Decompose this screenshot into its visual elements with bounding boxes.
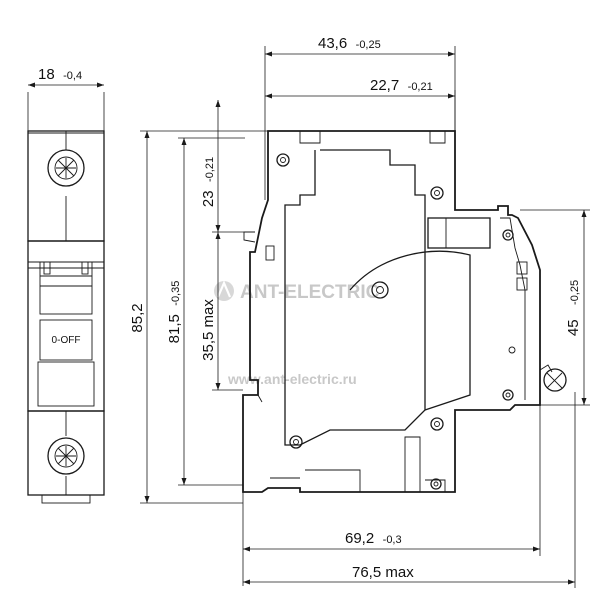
dim-rail-height: 45 -0,25 [520,209,590,406]
front-middle-body [27,240,105,412]
dim-height-body-tolerance: -0,35 [170,281,182,306]
dim-rail-height-tolerance: -0,25 [569,280,581,305]
dim-depth-total-value: 43,6 [318,35,347,52]
front-view: 0-OFF [27,130,105,504]
lower-terminal-screw-icon [47,437,85,475]
rivet-icon [276,153,290,167]
dim-upper-offset-tolerance: -0,21 [204,157,216,182]
dim-upper-offset-value: 23 [200,190,217,207]
switch-state-label: 0-OFF [52,335,81,346]
dim-height-body-value: 81,5 [166,314,183,343]
dim-depth-partial-tolerance: -0,21 [408,81,433,93]
dim-height-total: 85,2 [129,131,150,503]
svg-text:22,7 -0,21: 22,7 -0,21 [370,77,433,94]
dim-width-front-tolerance: -0,4 [63,70,82,82]
dim-base-depth-tolerance: -0,3 [383,534,402,546]
rivet-icon [502,389,514,401]
svg-text:45 -0,25: 45 -0,25 [565,280,582,336]
rivet-icon [289,435,303,449]
side-inner-panel [284,149,426,446]
dim-height-total-value: 85,2 [129,303,146,332]
side-view [242,130,567,493]
din-rail-clip-icon [539,364,567,392]
dim-rail-height-value: 45 [565,319,582,336]
rivet-icon [371,281,389,299]
rivet-icon [430,478,442,490]
svg-text:43,6 -0,25: 43,6 -0,25 [318,35,381,52]
switch-label-plate [39,319,93,361]
switch-lever [39,261,93,315]
watermark-url: www.ant-electric.ru [227,371,357,387]
rivet-icon [502,229,514,241]
dim-upper-offset: 23 -0,21 [200,100,221,232]
svg-text:23 -0,21: 23 -0,21 [200,157,217,207]
rivet-icon [430,417,444,431]
dim-width-front-value: 18 [38,66,55,83]
dim-height-body: 81,5 -0,35 [166,138,187,485]
svg-text:18 -0,4: 18 -0,4 [38,66,82,83]
din-clip [41,494,91,504]
dim-overall-depth-value: 76,5 max [352,564,414,581]
svg-text:69,2 -0,3: 69,2 -0,3 [345,530,402,547]
watermark-logo-icon [214,280,234,301]
dim-depth-partial-value: 22,7 [370,77,399,94]
dim-depth-partial: 22,7 -0,21 [265,77,456,131]
dim-depth-total: 43,6 -0,25 [264,35,456,200]
watermark: ANT-ELECTRIC www.ant-electric.ru [214,280,380,387]
dim-lever-max-value: 35,5 max [200,299,217,361]
svg-text:81,5 -0,35: 81,5 -0,35 [166,281,183,344]
side-body-outline [242,130,541,493]
side-internal-arc [349,250,471,411]
dim-base-depth-value: 69,2 [345,530,374,547]
dim-overall-depth: 76,5 max [243,392,576,588]
rivet-icon [430,186,444,200]
watermark-brand: ANT-ELECTRIC [240,282,380,303]
side-indicator-window [427,217,491,249]
dim-width-front: 18 -0,4 [27,66,105,131]
upper-terminal-screw-icon [47,149,85,187]
dim-base-depth: 69,2 -0,3 [242,405,541,586]
dim-depth-total-tolerance: -0,25 [356,39,381,51]
dim-lever-max: 35,5 max [200,232,243,391]
